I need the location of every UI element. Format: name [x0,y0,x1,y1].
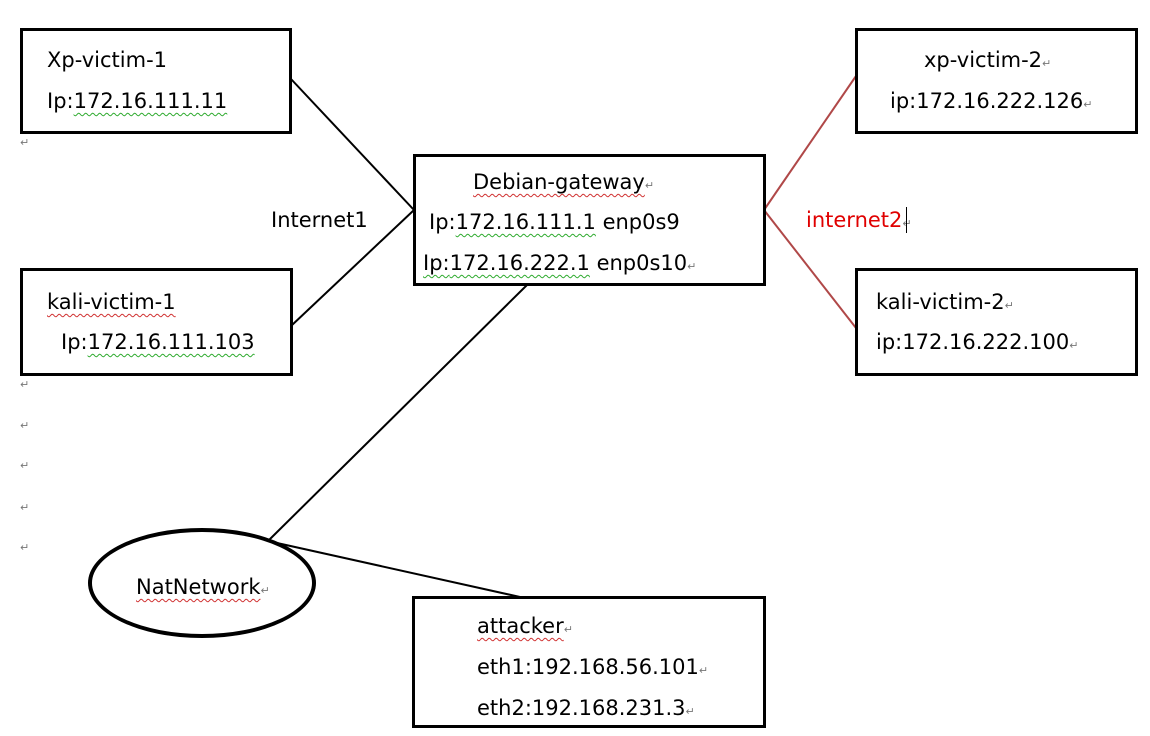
node-name: Debian-gateway↵ [473,170,655,194]
network-label-internet1: Internet1 [271,208,368,232]
kali-victim-1-node[interactable]: kali-victim-1 Ip:172.16.111.103 [20,268,293,376]
text-cursor [906,207,907,233]
node-name: kali-victim-1 [47,290,176,314]
link-xp-victim-1-gateway [290,78,415,211]
link-gateway-natnetwork [267,284,528,542]
link-gateway-kali-victim-2 [763,209,857,329]
node-ip: ip:172.16.222.100↵ [876,330,1079,354]
debian-gateway-node[interactable]: Debian-gateway↵ Ip:172.16.111.1 enp0s9 I… [413,154,766,286]
natnetwork-node[interactable]: NatNetwork↵ [88,528,316,638]
node-name: attacker↵ [477,614,573,638]
paragraph-mark: ↵ [20,459,30,472]
link-natnetwork-attacker [267,540,521,598]
paragraph-mark: ↵ [20,136,30,149]
node-name: kali-victim-2↵ [876,290,1014,314]
gateway-ip-enp0s9: Ip:172.16.111.1 enp0s9 [429,210,680,234]
node-name: xp-victim-2↵ [924,48,1052,72]
link-gateway-xp-victim-2 [763,75,857,211]
kali-victim-2-node[interactable]: kali-victim-2↵ ip:172.16.222.100↵ [855,268,1138,376]
paragraph-mark: ↵ [20,501,30,514]
gateway-ip-enp0s10: Ip:172.16.222.1 enp0s10↵ [423,251,697,275]
node-name: Xp-victim-1 [47,48,168,72]
link-kali-victim-1-gateway [290,209,415,327]
node-ip: Ip:172.16.111.11 [47,89,228,113]
node-ip: Ip:172.16.111.103 [61,330,255,354]
network-label-internet2: internet2↵ [806,208,912,232]
node-name: NatNetwork↵ [136,575,270,599]
xp-victim-2-node[interactable]: xp-victim-2↵ ip:172.16.222.126↵ [855,28,1138,134]
attacker-eth1: eth1:192.168.56.101↵ [477,655,709,679]
paragraph-mark: ↵ [20,378,30,391]
paragraph-mark: ↵ [20,419,30,432]
attacker-eth2: eth2:192.168.231.3↵ [477,696,695,720]
attacker-node[interactable]: attacker↵ eth1:192.168.56.101↵ eth2:192.… [412,596,766,728]
xp-victim-1-node[interactable]: Xp-victim-1 Ip:172.16.111.11 [20,28,292,134]
node-ip: ip:172.16.222.126↵ [890,89,1093,113]
paragraph-mark: ↵ [20,541,30,554]
